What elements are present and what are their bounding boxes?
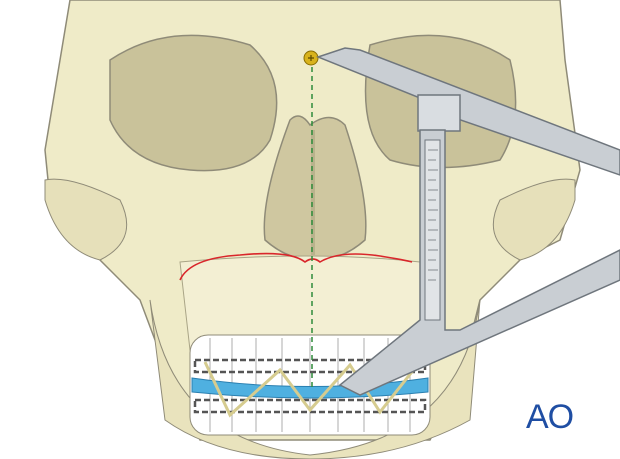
reference-screw-nasion	[303, 50, 319, 66]
left-orbit	[109, 34, 278, 172]
measuring-caliper	[315, 47, 620, 396]
right-zygoma	[492, 178, 576, 261]
left-zygoma	[44, 178, 128, 261]
ao-logo: AO	[526, 398, 574, 436]
le-fort-i-osteotomy-line	[179, 252, 413, 281]
nasal-cavity	[263, 115, 367, 260]
